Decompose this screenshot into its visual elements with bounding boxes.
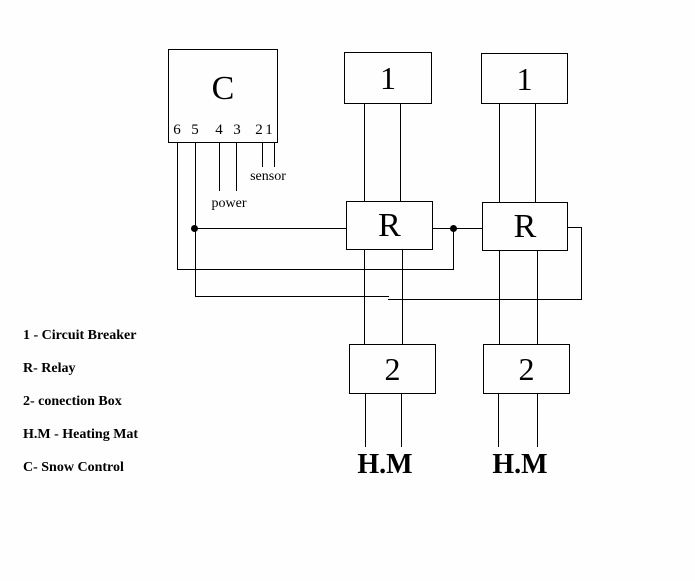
wire-relay-left-out-b (402, 250, 403, 344)
snow-control-label: C (211, 70, 235, 107)
heating-mat-right-label: H.M (492, 449, 548, 480)
wire-terminal5-run-left (195, 296, 389, 297)
wire-relay-left-pin (195, 228, 347, 229)
heating-mat-left-label: H.M (357, 449, 413, 480)
legend-item-circuit-breaker: 1 - Circuit Breaker (23, 328, 137, 343)
wire-relay-right-out-a (499, 251, 500, 344)
wire-mat-right-a (498, 394, 499, 447)
wire-mat-right-b (537, 394, 538, 447)
circuit-breaker-left-label: 1 (380, 60, 396, 96)
relay-left-box: R (346, 201, 433, 250)
relay-right-label: R (513, 207, 537, 245)
wire-relay-right-pin (567, 227, 582, 228)
connection-box-left-label: 2 (384, 351, 401, 387)
legend-item-connection-box: 2- conection Box (23, 394, 122, 409)
circuit-breaker-right-box: 1 (481, 53, 568, 104)
connection-box-right-label: 2 (518, 351, 535, 387)
sensor-label: sensor (250, 169, 286, 184)
relay-right-box: R (482, 202, 568, 251)
terminal-4-label: 4 (215, 122, 223, 138)
wire-relay-right-riser (581, 227, 582, 300)
connection-box-right: 2 (483, 344, 570, 394)
power-label: power (211, 196, 247, 211)
circuit-breaker-right-label: 1 (516, 60, 533, 97)
relay-left-label: R (378, 206, 401, 244)
wire-terminal5-run-right (388, 299, 582, 300)
junction-dot-right (450, 225, 457, 232)
legend-item-relay: R- Relay (23, 361, 76, 376)
junction-dot-left (191, 225, 198, 232)
terminal-3-label: 3 (233, 122, 241, 138)
wire-mat-left-b (401, 394, 402, 447)
wire-breaker-right-a (499, 104, 500, 202)
terminal-5-label: 5 (191, 122, 199, 138)
wire-breaker-right-b (535, 104, 536, 202)
connection-box-left: 2 (349, 344, 436, 394)
wire-between-relays (432, 228, 482, 229)
terminal-2-label: 2 (255, 122, 263, 138)
wire-terminal6-down (177, 143, 178, 269)
circuit-breaker-left-box: 1 (344, 52, 432, 104)
wire-breaker-left-b (400, 104, 401, 201)
wire-terminal6-run (177, 269, 454, 270)
terminal-6-label: 6 (173, 122, 181, 138)
wire-junction-riser (453, 229, 454, 270)
legend-item-heating-mat: H.M - Heating Mat (23, 427, 139, 442)
wire-terminal5-down (195, 143, 196, 297)
wire-mat-left-a (365, 394, 366, 447)
terminal-1-label: 1 (265, 122, 273, 138)
legend-item-snow-control: C- Snow Control (23, 460, 124, 475)
wire-terminal4-power (219, 143, 220, 191)
wire-relay-left-out-a (364, 250, 365, 344)
wire-terminal3-power (236, 143, 237, 191)
snow-control-box: C (168, 49, 278, 143)
wire-relay-right-out-b (537, 251, 538, 344)
wire-terminal1-sensor (274, 143, 275, 167)
wire-terminal2-sensor (262, 143, 263, 167)
wire-breaker-left-a (364, 104, 365, 201)
